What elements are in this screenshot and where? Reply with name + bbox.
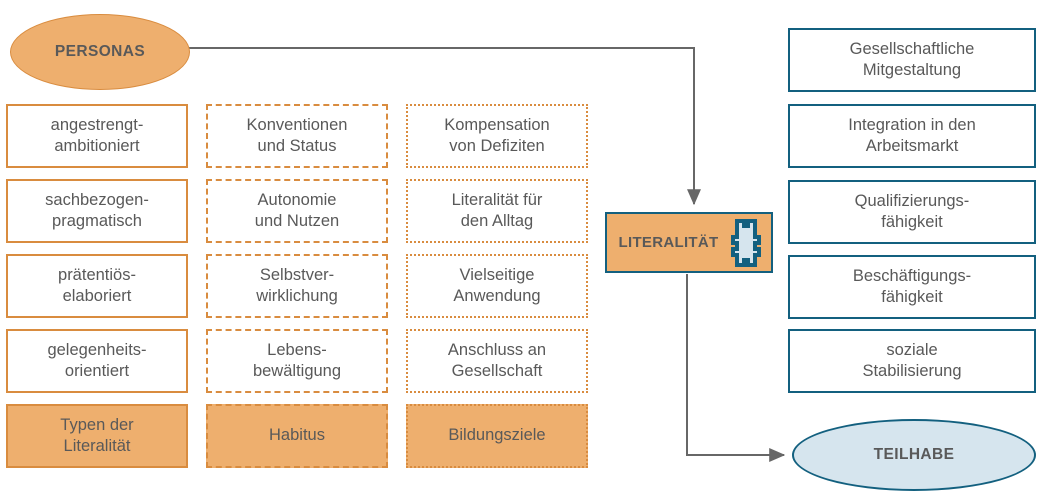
outcome-0-line1: Gesellschaftliche (849, 39, 975, 58)
connector-literalitaet-to-teilhabe (686, 274, 786, 462)
personas-node[interactable]: PERSONAS (10, 14, 190, 90)
cell-habitus-3-line1: Lebens- (267, 340, 327, 359)
outcome-box-3[interactable]: Beschäftigungs- fähigkeit (788, 255, 1036, 319)
cell-typen-3-line1: gelegenheits- (47, 340, 147, 359)
cell-bildungsziele-0[interactable]: Kompensation von Defiziten (406, 104, 588, 168)
literalitaet-label: LITERALITÄT (618, 234, 719, 251)
outcome-4-line1: soziale (886, 340, 938, 359)
cell-typen-2-line2: elaboriert (62, 287, 132, 305)
cell-bildungsziele-3[interactable]: Anschluss an Gesellschaft (406, 329, 588, 393)
outcome-0-line2: Mitgestaltung (862, 61, 962, 79)
column-typen-der-literalitaet: angestrengt- ambitioniert sachbezogen- p… (6, 104, 188, 468)
teilhabe-label: TEILHABE (873, 446, 955, 463)
column-bildungsziele: Kompensation von Defiziten Literalität f… (406, 104, 588, 468)
cell-typen-2-line1: prätentiös- (58, 265, 136, 284)
outcome-box-2[interactable]: Qualifizierungs- fähigkeit (788, 180, 1036, 244)
outcome-1-line2: Arbeitsmarkt (865, 137, 959, 155)
cell-habitus-2-line1: Selbstver- (259, 265, 335, 284)
column-footer-typen-line1: Typen der (60, 415, 134, 434)
cell-bildungsziele-2-line1: Vielseitige (459, 265, 535, 284)
cell-habitus-3[interactable]: Lebens- bewältigung (206, 329, 388, 393)
column-footer-typen[interactable]: Typen der Literalität (6, 404, 188, 468)
cell-habitus-1[interactable]: Autonomie und Nutzen (206, 179, 388, 243)
cell-habitus-3-line2: bewältigung (252, 362, 342, 380)
outcome-2-line2: fähigkeit (881, 213, 943, 231)
cell-typen-0-line1: angestrengt- (50, 115, 144, 134)
outcome-3-line1: Beschäftigungs- (852, 266, 972, 285)
cell-habitus-2-line2: wirklichung (256, 287, 338, 305)
outcome-2-line1: Qualifizierungs- (854, 191, 970, 210)
cell-bildungsziele-1[interactable]: Literalität für den Alltag (406, 179, 588, 243)
cell-bildungsziele-3-line2: Gesellschaft (451, 362, 543, 380)
cell-typen-1-line2: pragmatisch (52, 212, 142, 230)
component-icon (731, 218, 761, 267)
outcome-4-line2: Stabilisierung (862, 362, 962, 380)
column-footer-habitus[interactable]: Habitus (206, 404, 388, 468)
column-footer-bildungsziele[interactable]: Bildungsziele (406, 404, 588, 468)
column-footer-typen-line2: Literalität (63, 437, 131, 455)
cell-bildungsziele-1-line1: Literalität für (451, 190, 543, 209)
cell-bildungsziele-3-line1: Anschluss an (447, 340, 547, 359)
cell-habitus-0[interactable]: Konventionen und Status (206, 104, 388, 168)
cell-habitus-1-line1: Autonomie (257, 190, 337, 209)
literalitaet-node[interactable]: LITERALITÄT (605, 212, 773, 273)
cell-bildungsziele-0-line2: von Defiziten (449, 137, 545, 155)
column-habitus: Konventionen und Status Autonomie und Nu… (206, 104, 388, 468)
column-footer-habitus-label: Habitus (269, 426, 325, 445)
cell-habitus-0-line1: Konventionen (246, 115, 348, 134)
cell-typen-2[interactable]: prätentiös- elaboriert (6, 254, 188, 318)
cell-typen-3[interactable]: gelegenheits- orientiert (6, 329, 188, 393)
cell-typen-1-line1: sachbezogen- (45, 190, 149, 209)
cell-bildungsziele-1-line2: den Alltag (460, 212, 534, 230)
outcome-box-4[interactable]: soziale Stabilisierung (788, 329, 1036, 393)
outcome-1-line1: Integration in den (848, 115, 976, 134)
teilhabe-node[interactable]: TEILHABE (792, 419, 1036, 491)
personas-label: PERSONAS (54, 43, 146, 60)
outcome-3-line2: fähigkeit (881, 288, 943, 306)
cell-bildungsziele-0-line1: Kompensation (444, 115, 550, 134)
cell-bildungsziele-2-line2: Anwendung (453, 287, 541, 305)
cell-habitus-2[interactable]: Selbstver- wirklichung (206, 254, 388, 318)
cell-typen-3-line2: orientiert (64, 362, 130, 380)
cell-typen-0[interactable]: angestrengt- ambitioniert (6, 104, 188, 168)
column-footer-bildungsziele-label: Bildungsziele (448, 426, 546, 445)
cell-typen-0-line2: ambitioniert (54, 137, 140, 155)
cell-typen-1[interactable]: sachbezogen- pragmatisch (6, 179, 188, 243)
outcome-box-0[interactable]: Gesellschaftliche Mitgestaltung (788, 28, 1036, 92)
outcome-box-1[interactable]: Integration in den Arbeitsmarkt (788, 104, 1036, 168)
cell-bildungsziele-2[interactable]: Vielseitige Anwendung (406, 254, 588, 318)
cell-habitus-1-line2: und Nutzen (254, 212, 340, 230)
cell-habitus-0-line2: und Status (257, 137, 337, 155)
